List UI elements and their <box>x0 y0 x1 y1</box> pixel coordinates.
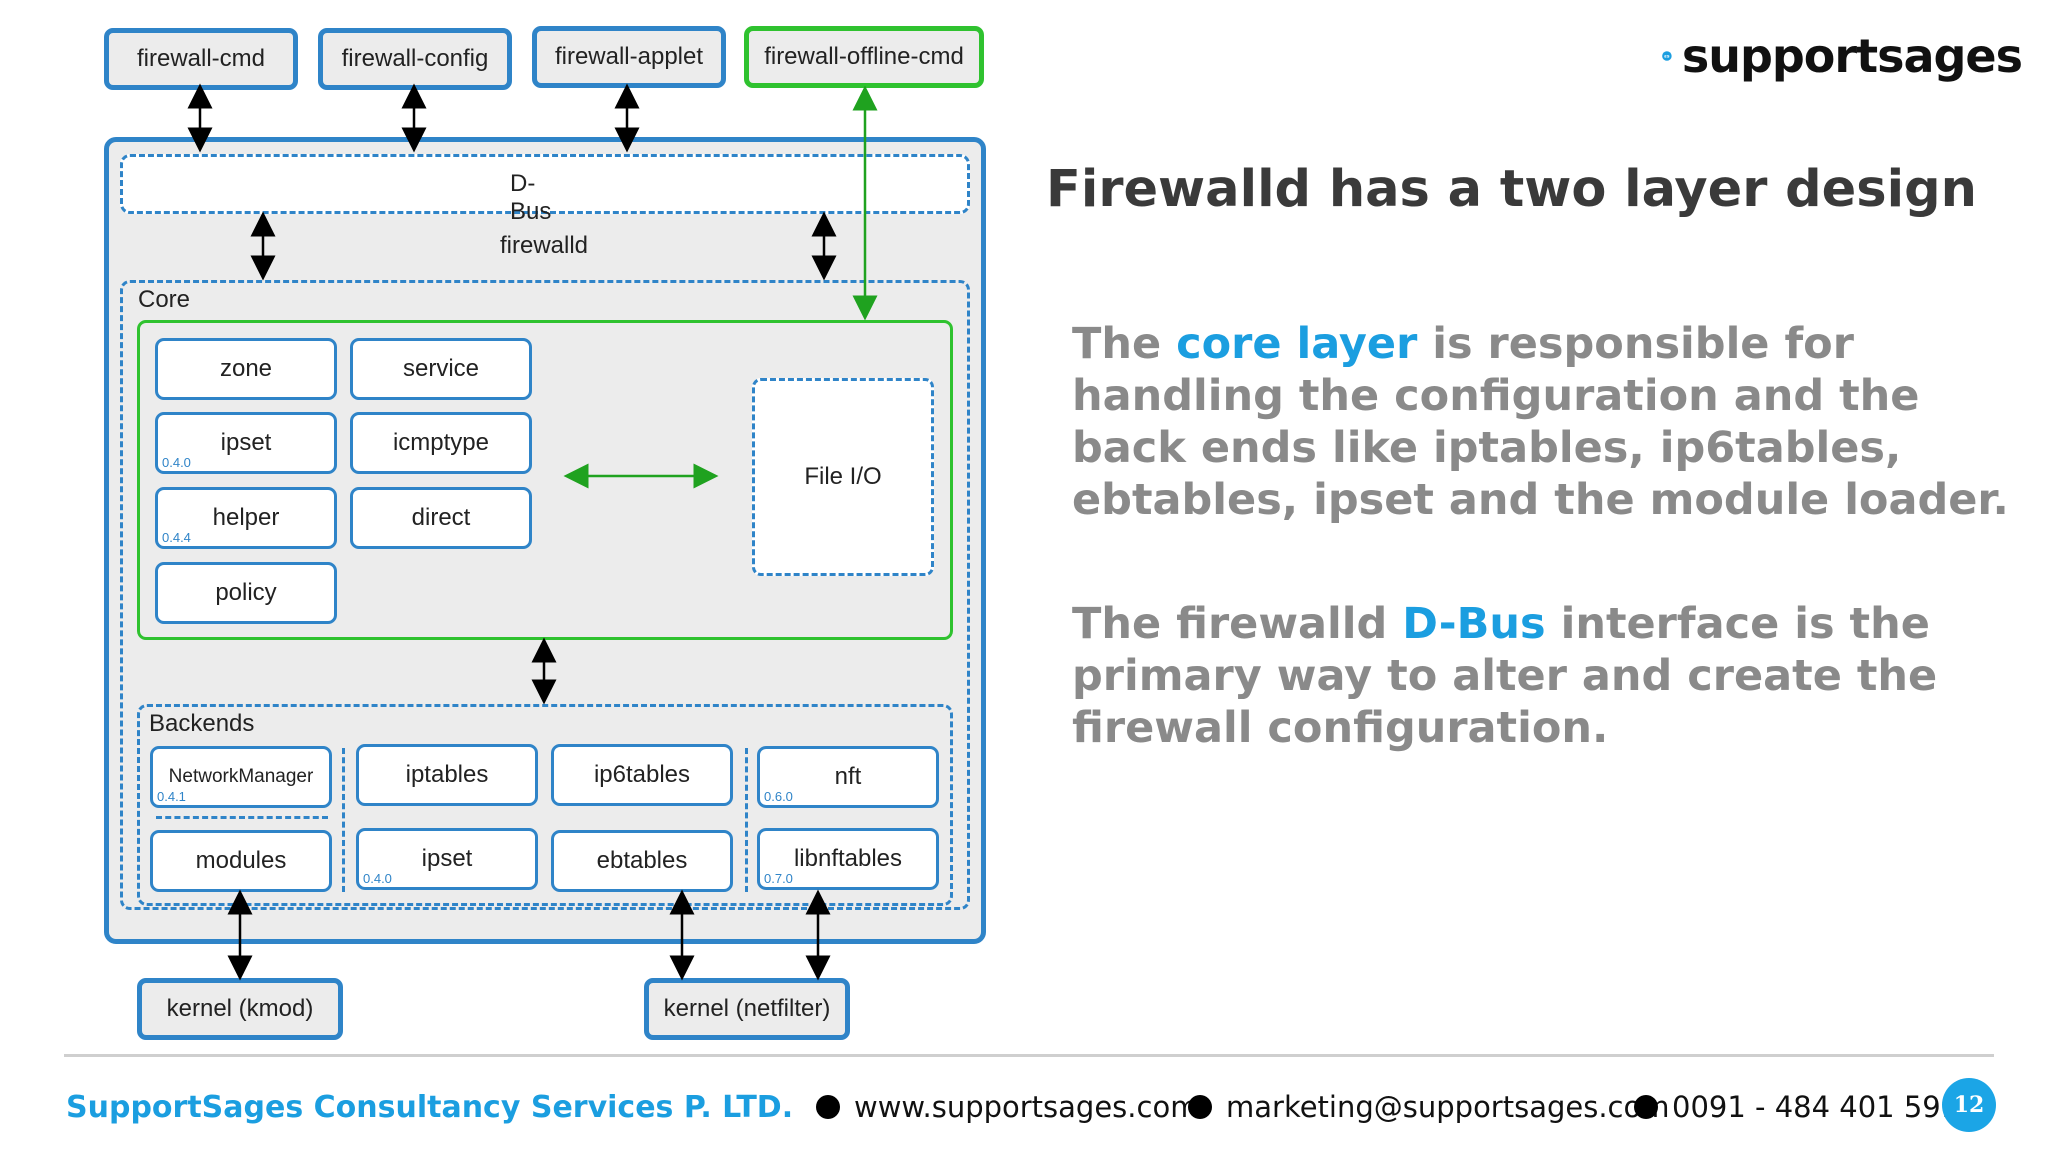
backend-separator <box>342 748 345 892</box>
backend-separator <box>156 816 328 819</box>
client-firewall-offline-cmd: firewall-offline-cmd <box>744 26 984 88</box>
phone-text: 0091 - 484 401 5918 <box>1672 1090 1978 1124</box>
paragraph-core-layer: The core layer is responsible for handli… <box>1072 318 2012 526</box>
footer-company: SupportSages Consultancy Services P. LTD… <box>66 1090 794 1125</box>
footer-email: marketing@supportsages.com <box>1188 1090 1670 1124</box>
paragraph-text: is responsible for handling the configur… <box>1072 319 2009 525</box>
kernel-netfilter: kernel (netfilter) <box>644 978 850 1040</box>
version-tag: 0.4.0 <box>162 455 191 470</box>
backend-separator <box>745 748 748 892</box>
core-item-label: direct <box>411 504 471 531</box>
core-item-label: ipset <box>220 429 272 456</box>
core-item-label: policy <box>215 579 277 606</box>
backends-label: Backends <box>149 710 255 737</box>
svg-text:ƨs: ƨs <box>1664 55 1670 60</box>
client-firewall-applet: firewall-applet <box>532 26 726 88</box>
core-item-icmptype: icmptype <box>350 412 532 474</box>
paragraph-text: The <box>1072 319 1177 369</box>
logo-mark-icon: ƨs <box>1662 51 1672 61</box>
firewalld-label: firewalld <box>500 232 589 259</box>
core-item-policy: policy <box>155 562 337 624</box>
kernel-label: kernel (netfilter) <box>663 995 831 1022</box>
paragraph-text: interface is the primary way to alter an… <box>1072 599 1938 753</box>
version-tag: 0.4.1 <box>157 789 186 804</box>
client-firewall-config: firewall-config <box>318 28 512 90</box>
core-item-helper: helper 0.4.4 <box>155 487 337 549</box>
backend-item-label: ipset <box>421 845 473 872</box>
paragraph-dbus: The firewalld D-Bus interface is the pri… <box>1072 598 2012 754</box>
client-label: firewall-applet <box>554 43 704 70</box>
backends-container <box>137 704 953 906</box>
client-label: firewall-offline-cmd <box>764 43 964 70</box>
core-item-label: service <box>402 355 480 382</box>
backend-item-label: nft <box>834 763 862 790</box>
core-item-direct: direct <box>350 487 532 549</box>
backend-item-label: NetworkManager <box>168 766 314 787</box>
core-item-service: service <box>350 338 532 400</box>
bullet-icon <box>1188 1095 1212 1119</box>
highlight-dbus: D-Bus <box>1402 599 1546 649</box>
highlight-core-layer: core layer <box>1176 319 1418 369</box>
core-item-label: icmptype <box>392 429 490 456</box>
kernel-kmod: kernel (kmod) <box>137 978 343 1040</box>
core-item-label: zone <box>219 355 273 382</box>
client-firewall-cmd: firewall-cmd <box>104 28 298 90</box>
backend-item-label: libnftables <box>793 845 903 872</box>
version-tag: 0.4.0 <box>363 871 392 886</box>
backend-item-label: ebtables <box>596 847 688 874</box>
logo-text: supportsages <box>1681 29 2023 83</box>
backend-item-label: modules <box>195 847 287 874</box>
website-text: www.supportsages.com <box>854 1090 1199 1124</box>
supportsages-logo: ƨs supportsages <box>1662 22 2023 90</box>
email-text: marketing@supportsages.com <box>1226 1090 1670 1124</box>
core-item-zone: zone <box>155 338 337 400</box>
version-tag: 0.7.0 <box>764 871 793 886</box>
dbus-label: D-Bus <box>510 170 552 225</box>
bullet-icon <box>816 1095 840 1119</box>
backend-item-label: iptables <box>405 761 489 788</box>
slide-heading: Firewalld has a two layer design <box>1046 160 1977 219</box>
backend-item-libnftables: libnftables 0.7.0 <box>757 828 939 890</box>
footer-phone: 0091 - 484 401 5918 <box>1634 1090 1978 1124</box>
dbus-box <box>120 154 970 214</box>
backend-item-nft: nft 0.6.0 <box>757 746 939 808</box>
page-number-badge: 12 <box>1942 1078 1996 1132</box>
backend-item-iptables: iptables <box>356 744 538 806</box>
backend-item-ip6tables: ip6tables <box>551 744 733 806</box>
client-label: firewall-cmd <box>136 45 265 72</box>
footer-divider <box>64 1054 1994 1057</box>
version-tag: 0.6.0 <box>764 789 793 804</box>
bullet-icon <box>1634 1095 1658 1119</box>
backend-item-modules: modules <box>150 830 332 892</box>
core-item-ipset: ipset 0.4.0 <box>155 412 337 474</box>
version-tag: 0.4.4 <box>162 530 191 545</box>
backend-item-ebtables: ebtables <box>551 830 733 892</box>
backend-item-ipset: ipset 0.4.0 <box>356 828 538 890</box>
client-label: firewall-config <box>341 45 489 72</box>
footer-website: www.supportsages.com <box>816 1090 1198 1124</box>
kernel-label: kernel (kmod) <box>166 995 314 1022</box>
paragraph-text: The firewalld <box>1072 599 1403 649</box>
core-label: Core <box>138 286 191 313</box>
core-item-label: helper <box>212 504 280 531</box>
fileio-box: File I/O <box>752 378 934 576</box>
backend-item-label: ip6tables <box>593 761 691 788</box>
core-container <box>120 280 970 910</box>
backend-item-networkmanager: NetworkManager 0.4.1 <box>150 746 332 808</box>
fileio-label: File I/O <box>804 463 882 490</box>
